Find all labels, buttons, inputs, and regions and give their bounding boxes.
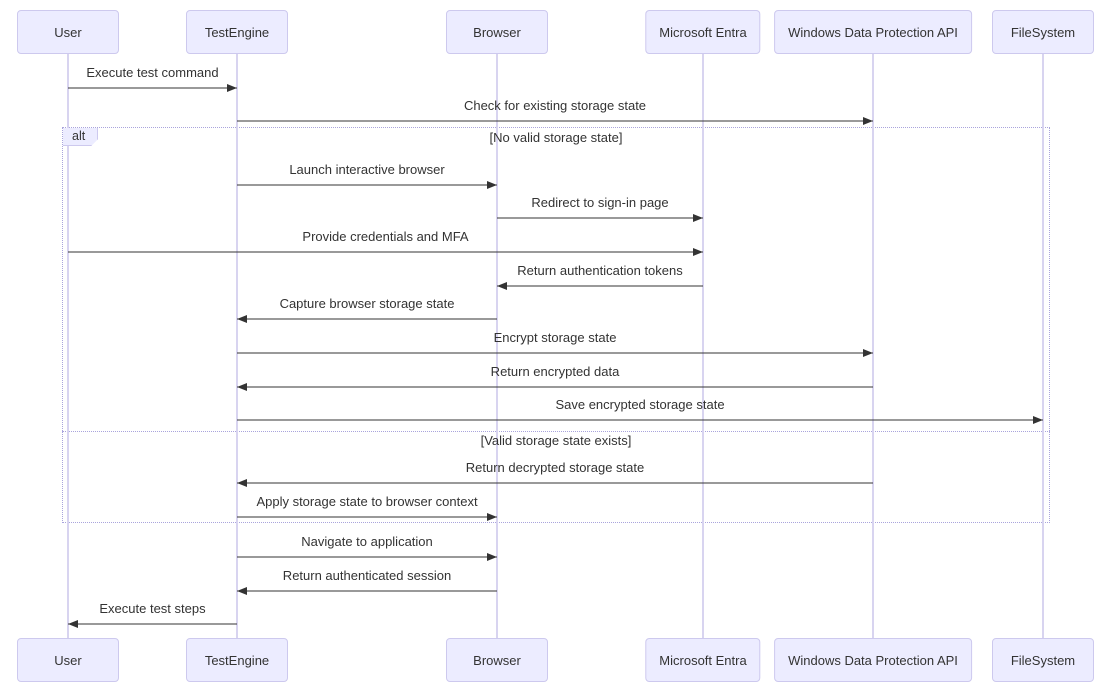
message-label: Encrypt storage state	[493, 330, 617, 345]
actor-box-filesystem-bottom: FileSystem	[992, 638, 1094, 682]
alt-frame	[62, 127, 1050, 523]
actor-box-dpapi-top: Windows Data Protection API	[774, 10, 972, 54]
message-label: Return authenticated session	[282, 568, 452, 583]
message-label: Check for existing storage state	[463, 98, 647, 113]
actor-box-testengine-top: TestEngine	[186, 10, 288, 54]
message-label: Navigate to application	[301, 534, 433, 549]
message-label: Launch interactive browser	[289, 162, 445, 177]
lifeline-user	[67, 54, 69, 638]
actor-box-testengine-bottom: TestEngine	[186, 638, 288, 682]
actor-box-browser-bottom: Browser	[446, 638, 548, 682]
lifeline-browser	[496, 54, 498, 638]
message-label: Save encrypted storage state	[555, 397, 725, 412]
alt-else-divider	[62, 431, 1050, 432]
actor-box-dpapi-bottom: Windows Data Protection API	[774, 638, 972, 682]
message-label: Return authentication tokens	[517, 263, 683, 278]
actor-box-entra-bottom: Microsoft Entra	[645, 638, 761, 682]
message-label: Return encrypted data	[490, 364, 620, 379]
message-label: Provide credentials and MFA	[302, 229, 469, 244]
alt-condition-valid-state: [Valid storage state exists]	[480, 433, 632, 448]
message-label: Execute test steps	[99, 601, 206, 616]
alt-condition-no-valid-state: [No valid storage state]	[489, 130, 623, 145]
message-label: Redirect to sign-in page	[531, 195, 669, 210]
actor-box-user-top: User	[17, 10, 119, 54]
lifeline-entra	[702, 54, 704, 638]
message-label: Apply storage state to browser context	[256, 494, 478, 509]
actor-box-filesystem-top: FileSystem	[992, 10, 1094, 54]
alt-frame-label: alt	[63, 128, 98, 146]
message-label: Return decrypted storage state	[465, 460, 645, 475]
actor-box-user-bottom: User	[17, 638, 119, 682]
message-label: Execute test command	[86, 65, 219, 80]
actor-box-browser-top: Browser	[446, 10, 548, 54]
actor-box-entra-top: Microsoft Entra	[645, 10, 761, 54]
lifeline-testengine	[236, 54, 238, 638]
lifeline-filesystem	[1042, 54, 1044, 638]
message-label: Capture browser storage state	[279, 296, 455, 311]
lifeline-dpapi	[872, 54, 874, 638]
